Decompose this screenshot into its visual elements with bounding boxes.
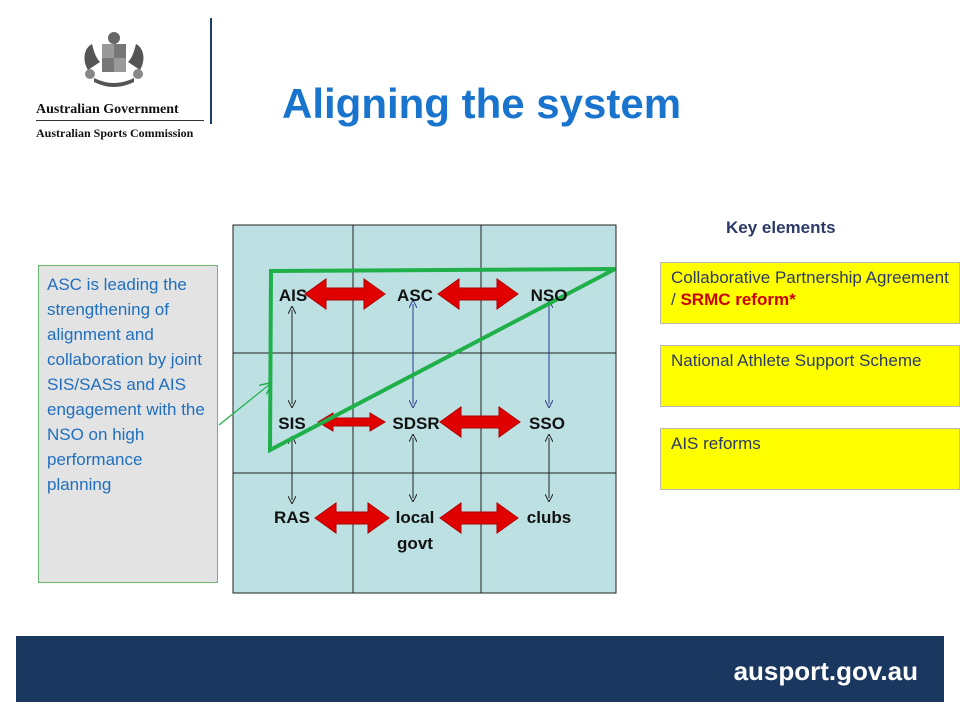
label-ras: RAS [274, 508, 310, 527]
label-local-govt-line: govt [397, 534, 433, 553]
logo-government-text: Australian Government [36, 102, 179, 117]
label-sdsr: SDSR [392, 414, 439, 433]
key-element-text: National Athlete Support Scheme [671, 351, 922, 370]
label-nso: NSO [531, 286, 568, 305]
green-connector-arrow [218, 384, 270, 426]
note-box: ASC is leading the strengthening of alig… [38, 265, 218, 583]
logo-commission-text: Australian Sports Commission [36, 126, 194, 140]
logo-rule [36, 120, 204, 121]
label-ais: AIS [279, 286, 307, 305]
footer-url[interactable]: ausport.gov.au [733, 656, 918, 686]
red-arrows [304, 278, 521, 534]
key-element-box: Collaborative Partnership Agreement / SR… [660, 262, 960, 324]
label-sis: SIS [278, 414, 305, 433]
grid-background [232, 224, 617, 594]
grid-labels: AIS ASC NSO SIS SDSR SSO RAS local govt c… [274, 286, 571, 553]
coat-of-arms-icon [84, 32, 144, 87]
key-elements-title: Key elements [726, 218, 836, 237]
green-triangle [267, 267, 616, 454]
label-asc: ASC [397, 286, 433, 305]
key-element-box: AIS reforms [660, 428, 960, 490]
red-double-arrow [304, 278, 386, 310]
label-local-govt-line: local [396, 508, 435, 527]
key-element-text: AIS reforms [671, 434, 761, 453]
label-local-govt: local govt [396, 508, 435, 553]
logo: Australian Government Australian Sports … [20, 18, 204, 140]
red-double-arrow [439, 406, 521, 438]
grid [232, 224, 617, 594]
label-clubs: clubs [527, 508, 571, 527]
key-element-text: Collaborative Partnership Agreement / [671, 268, 949, 309]
vertical-arrows [292, 304, 549, 500]
page-title: Aligning the system [282, 80, 682, 127]
footer-bar: ausport.gov.au [16, 636, 944, 702]
red-double-arrow [314, 502, 390, 534]
red-double-arrow [437, 278, 519, 310]
key-element-highlight: SRMC reform* [680, 290, 796, 309]
logo-divider [210, 18, 212, 124]
red-double-arrow [439, 502, 519, 534]
key-element-box: National Athlete Support Scheme [660, 345, 960, 407]
label-sso: SSO [529, 414, 565, 433]
